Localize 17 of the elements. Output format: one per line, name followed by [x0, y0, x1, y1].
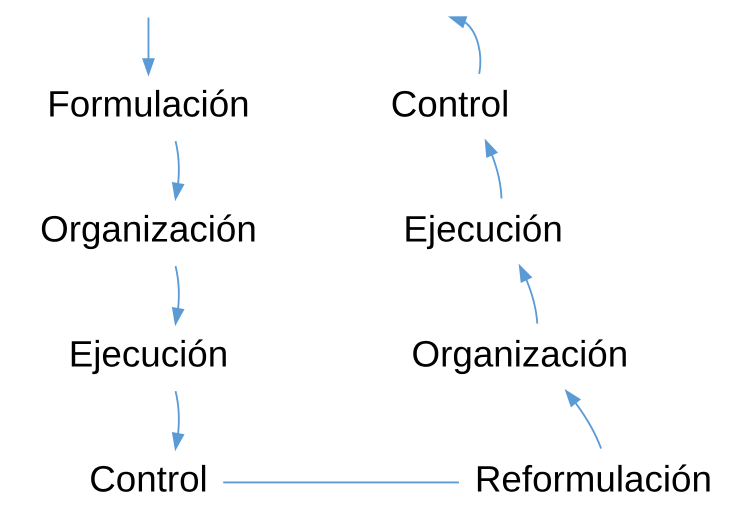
arrow — [172, 140, 185, 202]
node-text: Reformulación — [474, 458, 712, 500]
arrow — [142, 18, 155, 77]
node-text: Ejecución — [403, 208, 563, 250]
node-text: Control — [89, 458, 208, 500]
node-text: Organización — [40, 208, 257, 250]
node-text: Control — [390, 84, 510, 125]
node-text: Formulación — [47, 84, 250, 125]
arrow — [484, 138, 502, 199]
arrow — [172, 390, 185, 452]
arrow — [564, 388, 602, 449]
arrow — [172, 266, 185, 326]
node-text: Organización — [412, 334, 628, 375]
node-text: Ejecución — [68, 334, 228, 375]
connector — [223, 482, 459, 484]
arrow — [448, 16, 482, 74]
arrow — [518, 264, 538, 324]
